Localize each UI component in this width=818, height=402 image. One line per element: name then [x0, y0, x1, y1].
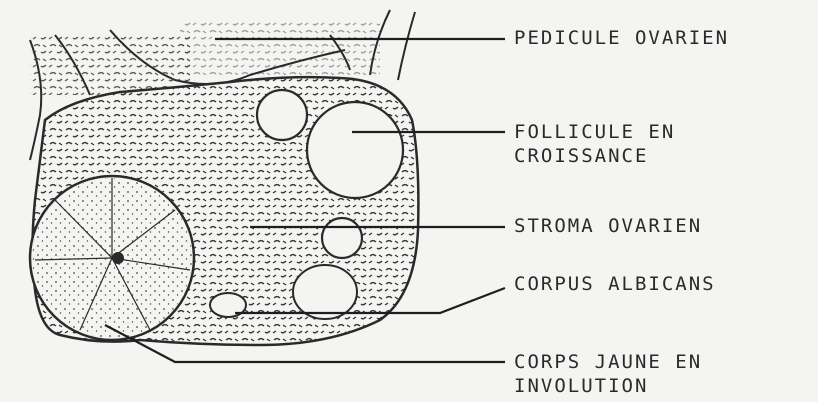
label-text-line1: FOLLICULE EN	[514, 120, 675, 144]
label-text: CORPUS ALBICANS	[514, 272, 716, 296]
label-follicule-en-croissance: FOLLICULE EN CROISSANCE	[514, 120, 675, 168]
corpus-luteum	[30, 176, 194, 340]
label-text: STROMA OVARIEN	[514, 214, 702, 238]
label-text-line2: CROISSANCE	[514, 144, 675, 168]
label-corpus-albicans: CORPUS ALBICANS	[514, 272, 716, 296]
label-text-line1: CORPS JAUNE EN	[514, 350, 702, 374]
label-stroma-ovarien: STROMA OVARIEN	[514, 214, 702, 238]
label-text: PEDICULE OVARIEN	[514, 26, 729, 50]
label-text-line2: INVOLUTION	[514, 374, 702, 398]
label-pedicule-ovarien: PEDICULE OVARIEN	[514, 26, 729, 50]
label-corps-jaune: CORPS JAUNE EN INVOLUTION	[514, 350, 702, 398]
